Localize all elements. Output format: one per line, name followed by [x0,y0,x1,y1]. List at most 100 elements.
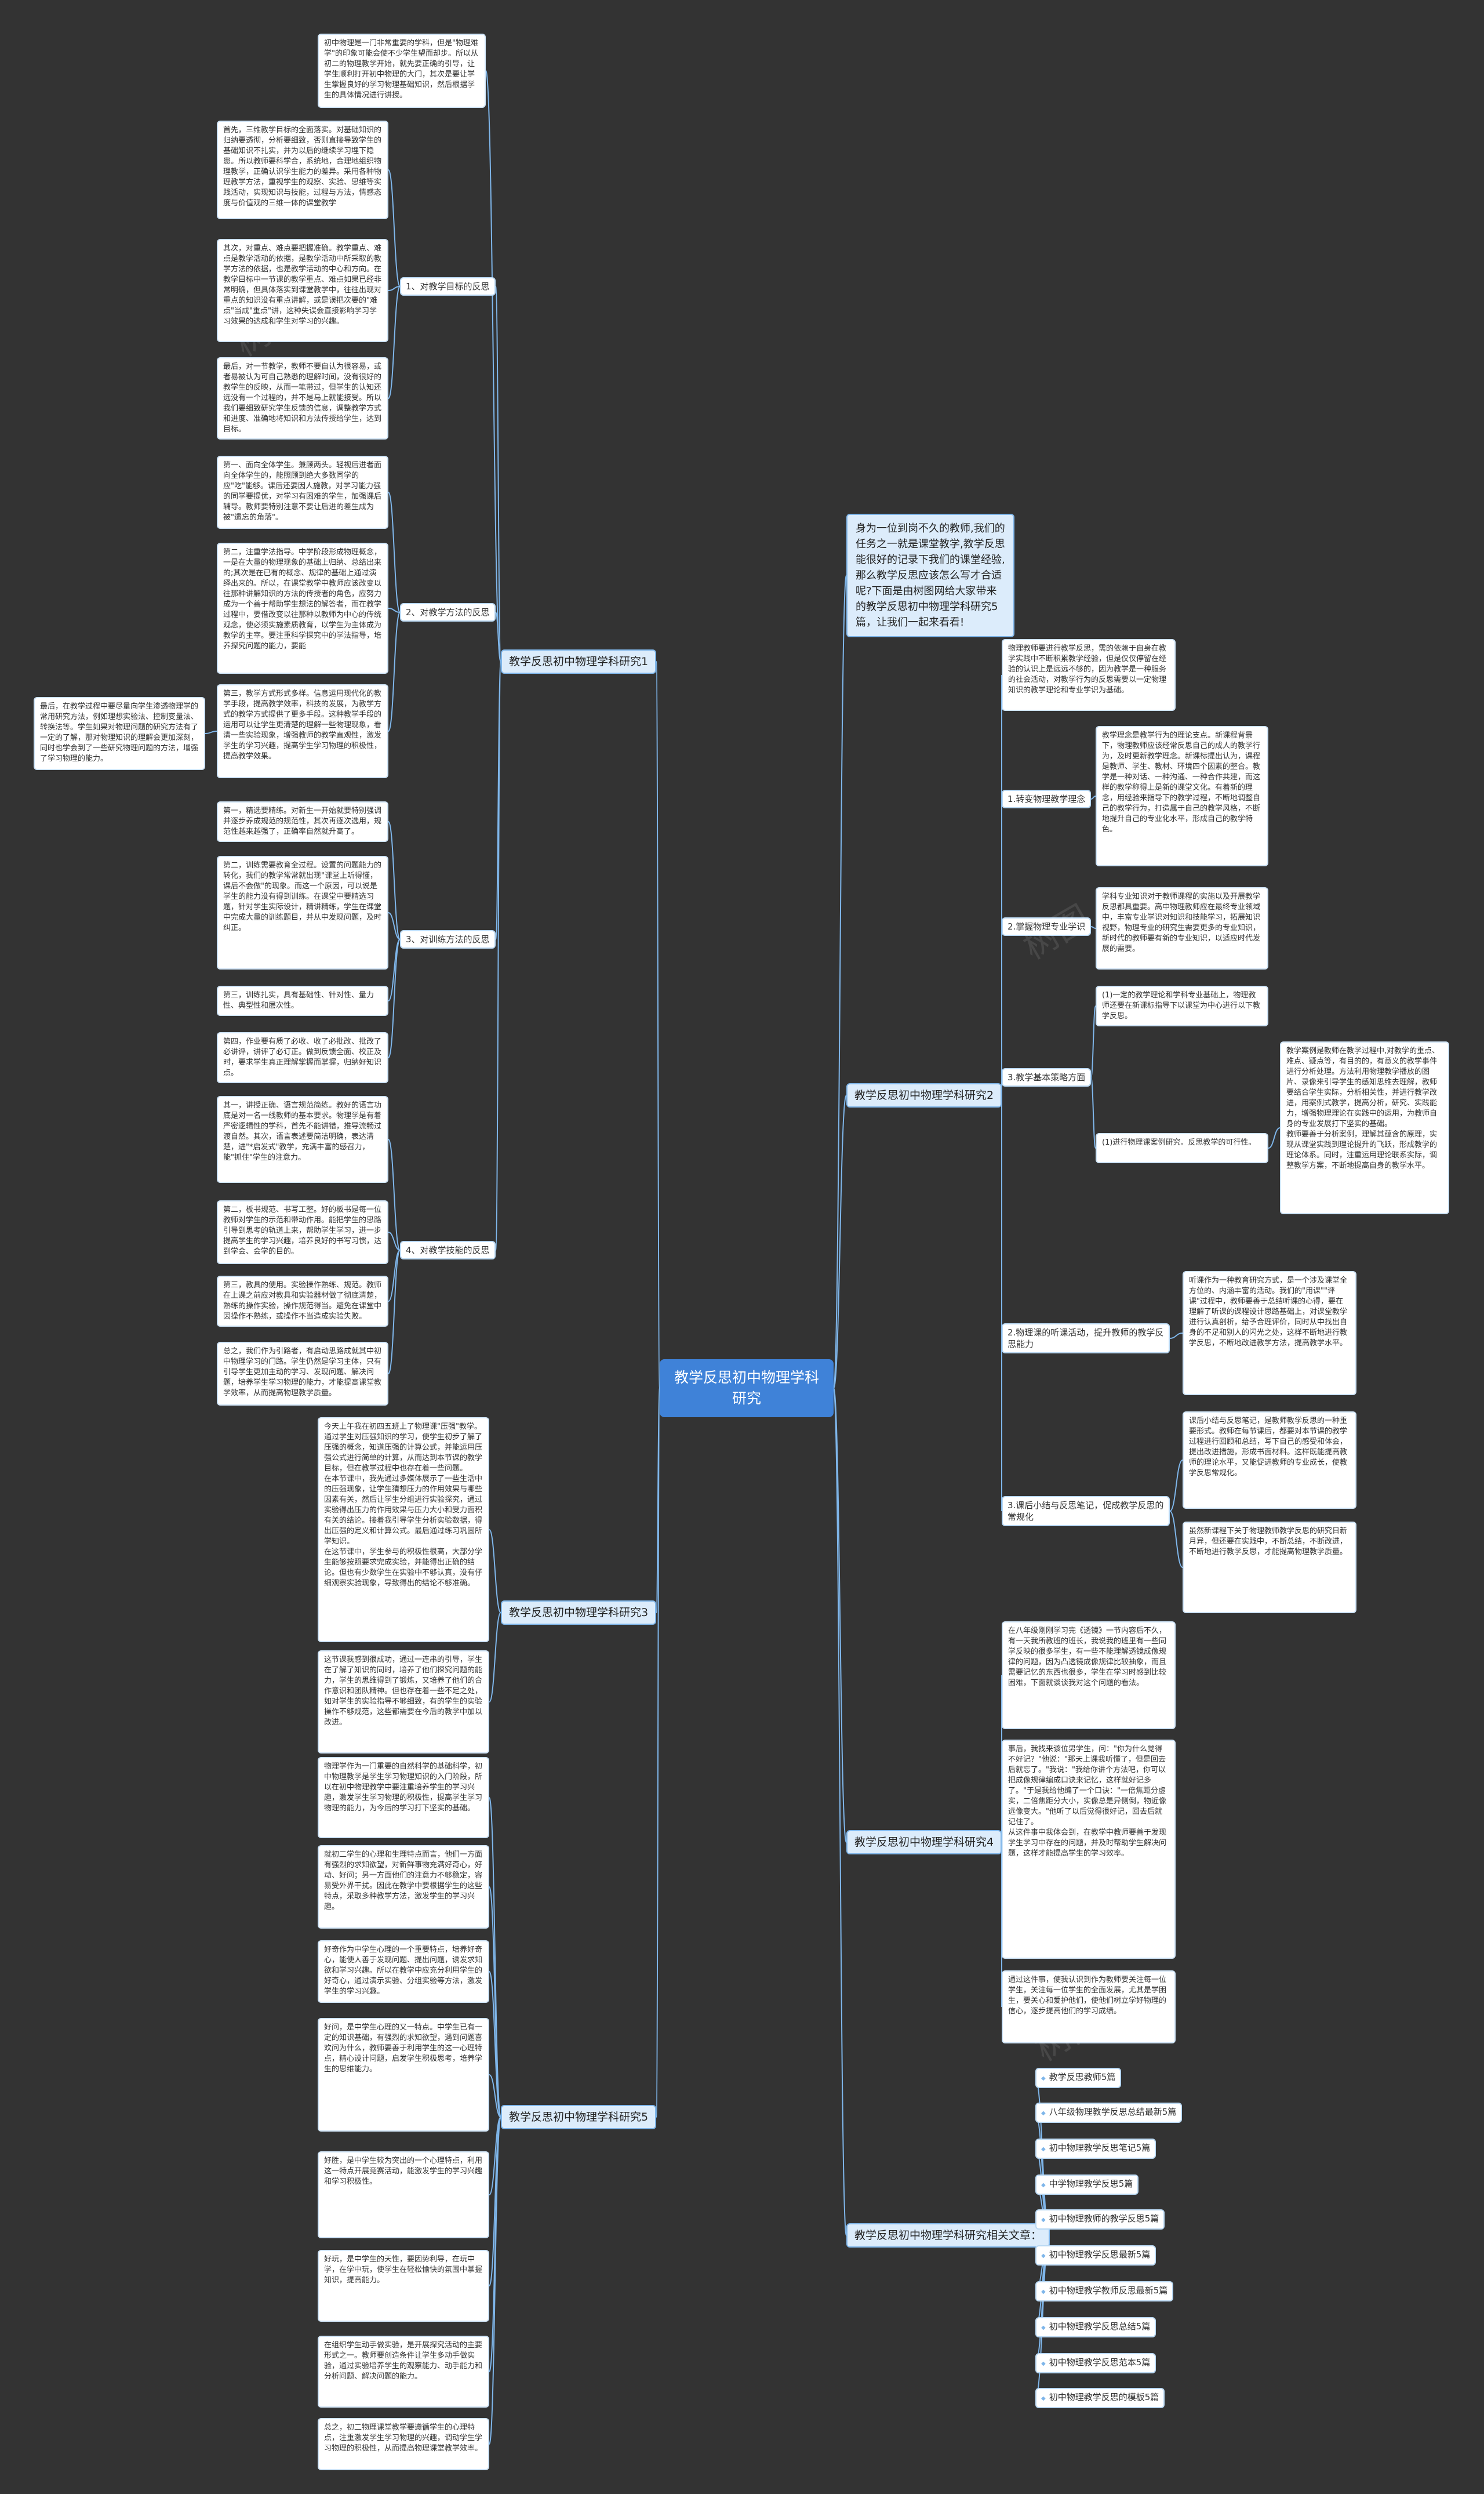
connector [1268,1127,1281,1149]
connector [1090,796,1096,800]
connector [1169,1460,1183,1512]
connector [495,612,501,662]
connector [388,912,401,940]
connector [833,575,847,1389]
r2-strategy-side-card: 教学案例是教师在教学过程中,对教学的重点、难点、疑点等，有目的的，有意义的教学事… [1280,1041,1449,1214]
connector [489,1971,501,2118]
connector [495,661,501,1251]
connector [388,939,401,1058]
r1-goals-item-3: 最后，对一节教学，教师不要自认为很容易，或者易被认为可自己熟悉的理解时间，没有很… [217,357,388,440]
connector [388,286,401,399]
related-link-2[interactable]: 八年级物理教学反思总结最新5篇 [1035,2103,1183,2123]
r5-item-2: 就初二学生的心理和生理特点而言，他们一方面有强烈的求知欲望，对新鲜事物充满好奇心… [318,1845,489,1929]
r1-skills-item-3: 第三，教具的使用。实验操作熟练、规范。教师在上课之前应对教具和实验器材做了彻底清… [217,1276,388,1327]
connector [388,1232,401,1251]
related-link-6[interactable]: 初中物理教学反思最新5篇 [1035,2245,1156,2266]
connector [388,492,401,613]
connector [1169,1333,1183,1339]
intro-summary: 身为一位到岗不久的教师,我们的任务之一就是课堂教学,教学反思能很好的记录下我们的… [846,514,1014,637]
connector [1169,1511,1183,1568]
branch-r4[interactable]: 教学反思初中物理学科研究4 [846,1830,1002,1854]
connector [489,2074,501,2118]
r1-training-item-1: 第一，精选要精练。对新生一开始就要特别强调并逐步养成规范的规范性，其次再逐次选用… [217,801,388,842]
connector [1090,1005,1096,1078]
connector [489,2117,501,2445]
r1-methods-item-2: 第二，注重学法指导。中学阶段形成物理概念，一是在大量的物理现象的基础上归纳、总结… [217,543,388,674]
root-topic[interactable]: 教学反思初中物理学科研究 [660,1359,834,1417]
r2-group-knowledge[interactable]: 2.掌握物理专业学识 [1002,917,1092,936]
r1-group-methods[interactable]: 2、对教学方法的反思 [400,603,496,622]
r1-goals-item-1: 首先，三维教学目标的全面落实。对基础知识的归纳要透彻，分析要细致，否则直接导致学… [217,121,388,219]
r2-group-concept[interactable]: 1.转变物理教学理念 [1002,790,1092,808]
r5-item-6: 好玩，是中学生的天性，要因势利导，在玩中学，在学中玩，使学生在轻松愉快的氛围中掌… [318,2250,489,2322]
connector [388,608,401,613]
r5-item-7: 在组织学生动手做实验，是开展探究活动的主要形式之一。教师要创造条件让学生多动手做… [318,2336,489,2408]
connector [489,1797,501,2118]
r1-group-goals[interactable]: 1、对教学目标的反思 [400,277,496,296]
r1-goals-item-2: 其次，对重点、难点要把握准确。教学重点、难点是教学活动的依据，是教学活动中所采取… [217,239,388,342]
branch-r5[interactable]: 教学反思初中物理学科研究5 [501,2105,657,2129]
r1-group-skills[interactable]: 4、对教学技能的反思 [400,1241,496,1259]
connector [656,661,660,1389]
related-link-9[interactable]: 初中物理教学反思范本5篇 [1035,2353,1156,2373]
connector [656,1388,660,2118]
connector [1090,926,1096,929]
related-link-1[interactable]: 教学反思教师5篇 [1035,2068,1122,2088]
r2-knowledge-item-1: 学科专业知识对于教师课程的实施以及开展教学反思都具重要。高中物理教师应在最终专业… [1096,887,1268,970]
connector [388,821,401,940]
connector [489,1612,501,1702]
connector [205,731,217,734]
related-link-5[interactable]: 初中物理教师的教学反思5篇 [1035,2209,1165,2230]
r5-item-3: 好奇作为中学生心理的一个重要特点，培养好奇心，能使人善于发现问题、提出问题，诱发… [318,1940,489,2003]
r2-group-strategy[interactable]: 3.教学基本策略方面 [1002,1068,1092,1087]
r1-methods-item-1: 第一、面向全体学生。兼顾两头。轻视后进者面向全体学生的，能照顾到绝大多数同学的应… [217,456,388,529]
branch-r2[interactable]: 教学反思初中物理学科研究2 [846,1083,1002,1108]
connector [489,1529,501,1613]
related-link-7[interactable]: 初中物理教学教师反思最新5篇 [1035,2281,1174,2301]
r4-item-3: 通过这件事，使我认识到作为教师要关注每一位学生，关注每一位学生的全面发展，尤其是… [1002,1970,1176,2043]
r1-lead-card: 初中物理是一门非常重要的学科，但是"物理难学"的印象可能会使不少学生望而却步。所… [318,34,486,108]
r2-group-notes[interactable]: 3.课后小结与反思笔记，促成教学反思的常规化 [1002,1496,1170,1526]
r5-item-1: 物理学作为一门重要的自然科学的基础科学，初中物理教学是学生学习物理知识的入门阶段… [318,1757,489,1838]
r1-training-item-3: 第三，训练扎实，具有基础性、针对性、量力性、典型性和层次性。 [217,986,388,1016]
connector [388,1250,401,1302]
connector [388,612,401,732]
r1-skills-item-1: 其一，讲授正确、语言规范简练。教好的语言功底是对一名一线教师的基本要求。物理学是… [217,1096,388,1183]
r4-item-1: 在八年级刚刚学习完《透镜》一节内容后不久，有一天我所教班的班长，我说我的班里有一… [1002,1621,1176,1729]
branch-r3[interactable]: 教学反思初中物理学科研究3 [501,1600,657,1625]
connector [388,1250,401,1374]
r2-notes-item-2: 虽然新课程下关于物理教师教学反思的研究日新月异，但还要在实践中，不断总结，不断改… [1183,1522,1356,1613]
related-link-4[interactable]: 中学物理教学反思5篇 [1035,2174,1139,2195]
r2-notes-item-1: 课后小结与反思笔记，是教师教学反思的一种重要形式。教师在每节课后，都要对本节课的… [1183,1411,1356,1509]
r5-item-4: 好问，是中学生心理的又一特点。中学生已有一定的知识基础，有强烈的求知欲望，遇到问… [318,2018,489,2132]
connector [388,169,401,287]
r3-item-2: 这节课我感到很成功，通过一连串的引导，学生在了解了知识的同时，培养了他们探究问题… [318,1650,489,1754]
related-link-8[interactable]: 初中物理教学反思总结5篇 [1035,2317,1156,2337]
r1-training-item-4: 第四，作业要有质了必收、收了必批改、批改了必讲评，讲评了必订正。做到反馈全面、校… [217,1032,388,1083]
related-link-3[interactable]: 初中物理教学反思笔记5篇 [1035,2139,1156,2159]
branch-r1[interactable]: 教学反思初中物理学科研究1 [501,649,657,674]
r4-item-2: 事后，我找来该位男学生，问："你为什么觉得不好记？"他说："那天上课我听懂了，但… [1002,1740,1176,1959]
connector [388,286,401,291]
r2-group-listening[interactable]: 2.物理课的听课活动，提升教师的教学反思能力 [1002,1323,1170,1353]
r3-item-1: 今天上午我在初四五班上了物理课"压强"教学。通过学生对压强知识的学习，使学生初步… [318,1417,489,1642]
r5-item-8: 总之，初二物理课堂教学要遵循学生的心理特点，注重激发学生学习物理的兴趣，调动学生… [318,2418,489,2470]
r5-item-5: 好胜，是中学生较为突出的一个心理特点，利用这一特点开展竞赛活动，能激发学生的学习… [318,2151,489,2238]
r1-skills-item-4: 总之，我们作为引路者，有启动思路成就其中初中物理学习的门路。学生仍然是学习主体，… [217,1342,388,1406]
connector [388,1139,401,1251]
r2-listening-item-1: 听课作为一种教育研究方式，是一个涉及课堂全方位的、内涵丰富的活动。我们的"用课"… [1183,1271,1356,1395]
r1-methods-item-3: 第三，教学方式形式多样。信息运用现代化的教学手段，提高教学效率，科技的发展，为教… [217,684,388,778]
connector [833,1388,847,2236]
r1-skills-item-2: 第二，板书规范、书写工整。好的板书是每一位教师对学生的示范和带动作用。能把学生的… [217,1200,388,1264]
r1-methods-side-card: 最后，在教学过程中要尽量向学生渗透物理学的常用研究方法，例如理想实验法、控制变量… [34,697,205,770]
r1-group-training[interactable]: 3、对训练方法的反思 [400,930,496,949]
connector [833,1095,847,1389]
related-link-10[interactable]: 初中物理教学反思的模板5篇 [1035,2388,1165,2408]
connector [833,1388,847,1843]
r1-training-item-2: 第二，训练需要教育全过程。设置的问题能力的转化，我们的教学常常就出现"课堂上听得… [217,856,388,970]
connector [495,286,501,662]
r2-strategy-item-2: (1)进行物理课案例研究。反思教学的可行性。 [1096,1133,1268,1163]
branch-related[interactable]: 教学反思初中物理学科研究相关文章： [846,2223,1050,2248]
r2-strategy-item-1: (1)一定的教学理论和学科专业基础上，物理教师还要在新课标指导下以课堂为中心进行… [1096,986,1268,1026]
